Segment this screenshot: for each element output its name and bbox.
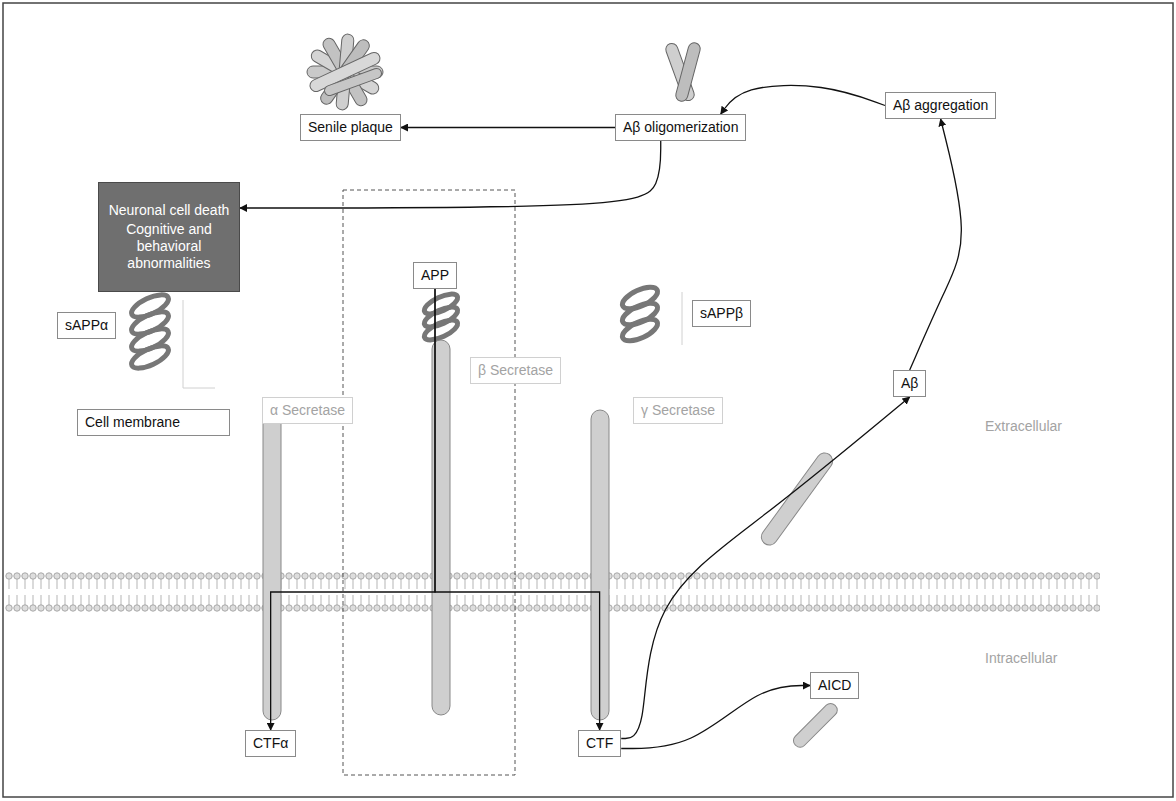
node-text: Senile plaque (308, 119, 393, 136)
arrow-connector (621, 397, 909, 739)
node-text: AICD (818, 677, 851, 694)
protein-box: AICD (810, 672, 859, 699)
node-text: sAPPβ (700, 305, 743, 322)
arrow-connector (910, 119, 962, 370)
structure-box: Cell membrane (77, 409, 230, 436)
node-text: Cell membrane (85, 414, 222, 431)
aicd-rod (791, 701, 840, 750)
node-text: β Secretase (478, 362, 553, 379)
oligomer-rod (674, 41, 701, 102)
protein-box: sAPPα (57, 312, 116, 339)
arrow-connector (271, 289, 435, 730)
fibril (323, 67, 383, 97)
arrow-connector (240, 141, 661, 208)
frame (3, 3, 1173, 797)
process-box: Aβ oligomerization (615, 114, 746, 141)
abeta-rod (758, 450, 836, 548)
dashed-frame (343, 190, 515, 775)
enzyme-box: β Secretase (470, 357, 561, 384)
protein-box: Aβ (893, 370, 926, 397)
enzyme-box: α Secretase (262, 397, 353, 424)
node-text: CTFα (253, 735, 288, 752)
helix-turn (128, 341, 171, 372)
helix-turn (619, 299, 660, 330)
node-text: Neuronal cell death (107, 202, 231, 219)
plaque-figure (307, 34, 383, 111)
helix-turn (619, 283, 660, 314)
outcome-box: Neuronal cell deathCognitive and behavio… (98, 182, 240, 292)
arrow-connector (721, 85, 885, 114)
node-text: CTF (586, 735, 613, 752)
app-helix (422, 290, 461, 344)
protein-box: APP (413, 262, 457, 289)
oligomer-figure (664, 41, 701, 102)
helix-turn (619, 315, 660, 346)
node-text: α Secretase (270, 402, 345, 419)
node-text: γ Secretase (641, 402, 715, 419)
region-label: Extracellular (985, 418, 1062, 435)
protein-box: CTFα (245, 730, 296, 757)
bracket (682, 292, 683, 345)
node-text: Aβ aggregation (893, 97, 988, 114)
arrow-connector (435, 289, 600, 730)
arrow-connector (401, 127, 615, 128)
process-box: Senile plaque (300, 114, 401, 141)
ctfa-rod (263, 410, 281, 720)
bracket (183, 300, 215, 388)
sappb-helix (619, 283, 660, 346)
arrow-connector (621, 686, 810, 749)
sappa-helix (128, 290, 171, 372)
node-text: APP (421, 267, 449, 284)
node-text: Aβ (901, 375, 918, 392)
protein-box: CTF (578, 730, 621, 757)
enzyme-box: γ Secretase (633, 397, 723, 424)
region-label: Intracellular (985, 650, 1057, 667)
node-text: Aβ oligomerization (623, 119, 738, 136)
node-text: sAPPα (65, 317, 108, 334)
node-text: Cognitive and behavioral abnormalities (107, 221, 231, 272)
process-box: Aβ aggregation (885, 92, 996, 119)
protein-box: sAPPβ (692, 300, 751, 327)
